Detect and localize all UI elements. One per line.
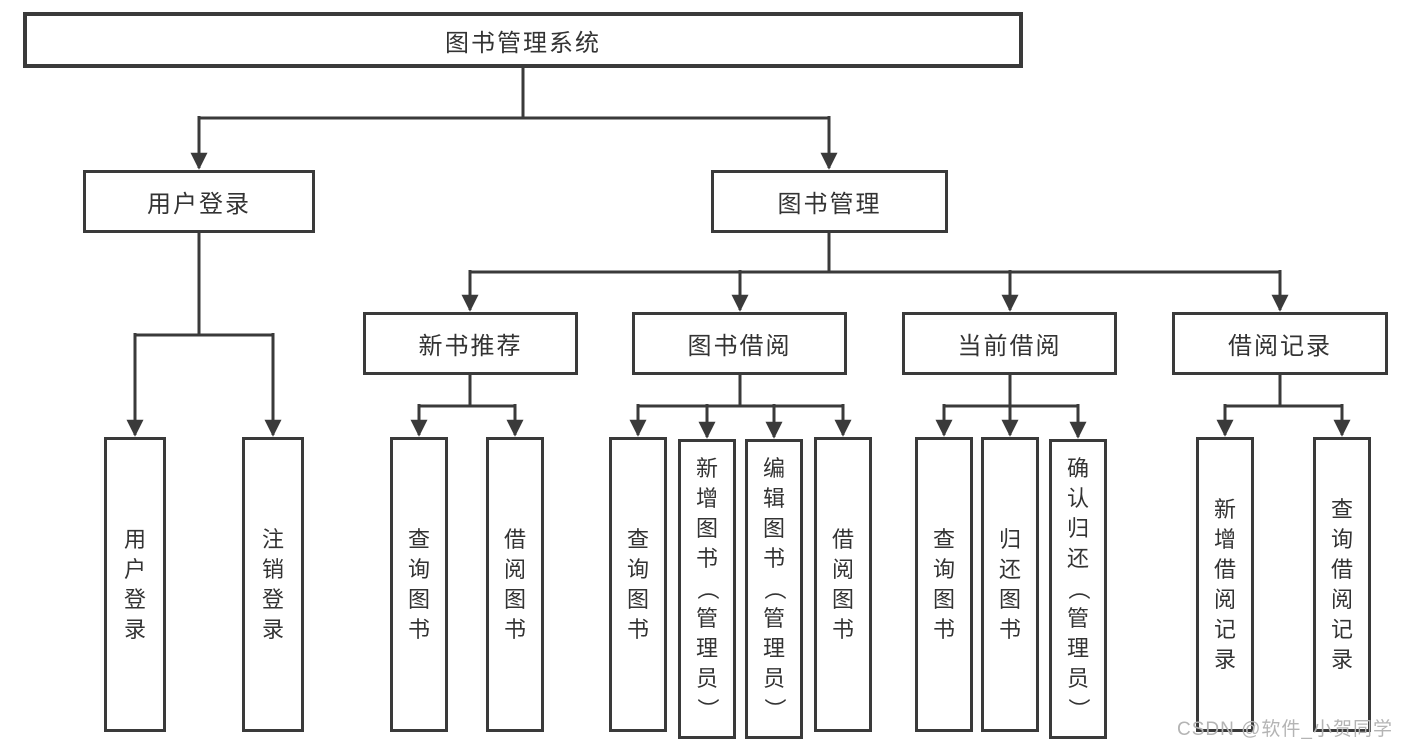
leaf-logout: 注销登录 — [242, 437, 304, 732]
node-borrowing-records-label: 借阅记录 — [1228, 333, 1332, 360]
leaf-borrow-books-2-label: 借阅图书 — [831, 526, 854, 642]
leaf-query-books-1-label: 查询图书 — [407, 526, 430, 642]
node-book-borrowing-label: 图书借阅 — [687, 333, 792, 360]
leaf-add-borrow-record-label: 新增借阅记录 — [1213, 496, 1236, 672]
node-new-book-recommend-label: 新书推荐 — [418, 333, 523, 360]
leaf-borrow-books-1-label: 借阅图书 — [503, 526, 526, 642]
watermark: CSDN @软件_小贺同学 — [1177, 719, 1393, 740]
leaf-add-books-admin: 新增图书（管理员） — [678, 439, 736, 739]
node-book-management: 图书管理 — [711, 170, 948, 233]
leaf-user-login-label: 用户登录 — [123, 526, 146, 642]
leaf-add-books-admin-label: 新增图书（管理员） — [694, 456, 720, 721]
leaf-query-borrow-record-label: 查询借阅记录 — [1330, 496, 1353, 672]
leaf-borrow-books-1: 借阅图书 — [486, 437, 544, 732]
leaf-edit-books-admin-label: 编辑图书（管理员） — [761, 456, 787, 721]
leaf-borrow-books-2: 借阅图书 — [814, 437, 872, 732]
node-root: 图书管理系统 — [23, 12, 1023, 68]
node-current-borrowing: 当前借阅 — [902, 312, 1117, 375]
node-user-login: 用户登录 — [83, 170, 315, 233]
leaf-logout-label: 注销登录 — [261, 526, 284, 642]
leaf-query-books-1: 查询图书 — [390, 437, 448, 732]
node-borrowing-records: 借阅记录 — [1172, 312, 1388, 375]
node-book-borrowing: 图书借阅 — [632, 312, 847, 375]
leaf-user-login: 用户登录 — [104, 437, 166, 732]
leaf-query-books-3: 查询图书 — [915, 437, 973, 732]
node-new-book-recommend: 新书推荐 — [363, 312, 578, 375]
leaf-add-borrow-record: 新增借阅记录 — [1196, 437, 1254, 732]
leaf-query-books-3-label: 查询图书 — [932, 526, 955, 642]
node-book-management-label: 图书管理 — [777, 191, 882, 218]
leaf-edit-books-admin: 编辑图书（管理员） — [745, 439, 803, 739]
node-user-login-label: 用户登录 — [147, 191, 251, 218]
leaf-query-borrow-record: 查询借阅记录 — [1313, 437, 1371, 732]
leaf-confirm-return-admin-label: 确认归还（管理员） — [1065, 456, 1091, 721]
leaf-query-books-2: 查询图书 — [609, 437, 667, 732]
leaf-return-books-label: 归还图书 — [998, 526, 1021, 642]
leaf-return-books: 归还图书 — [981, 437, 1039, 732]
node-current-borrowing-label: 当前借阅 — [957, 333, 1062, 360]
leaf-query-books-2-label: 查询图书 — [626, 526, 649, 642]
leaf-confirm-return-admin: 确认归还（管理员） — [1049, 439, 1107, 739]
node-root-label: 图书管理系统 — [445, 29, 601, 57]
